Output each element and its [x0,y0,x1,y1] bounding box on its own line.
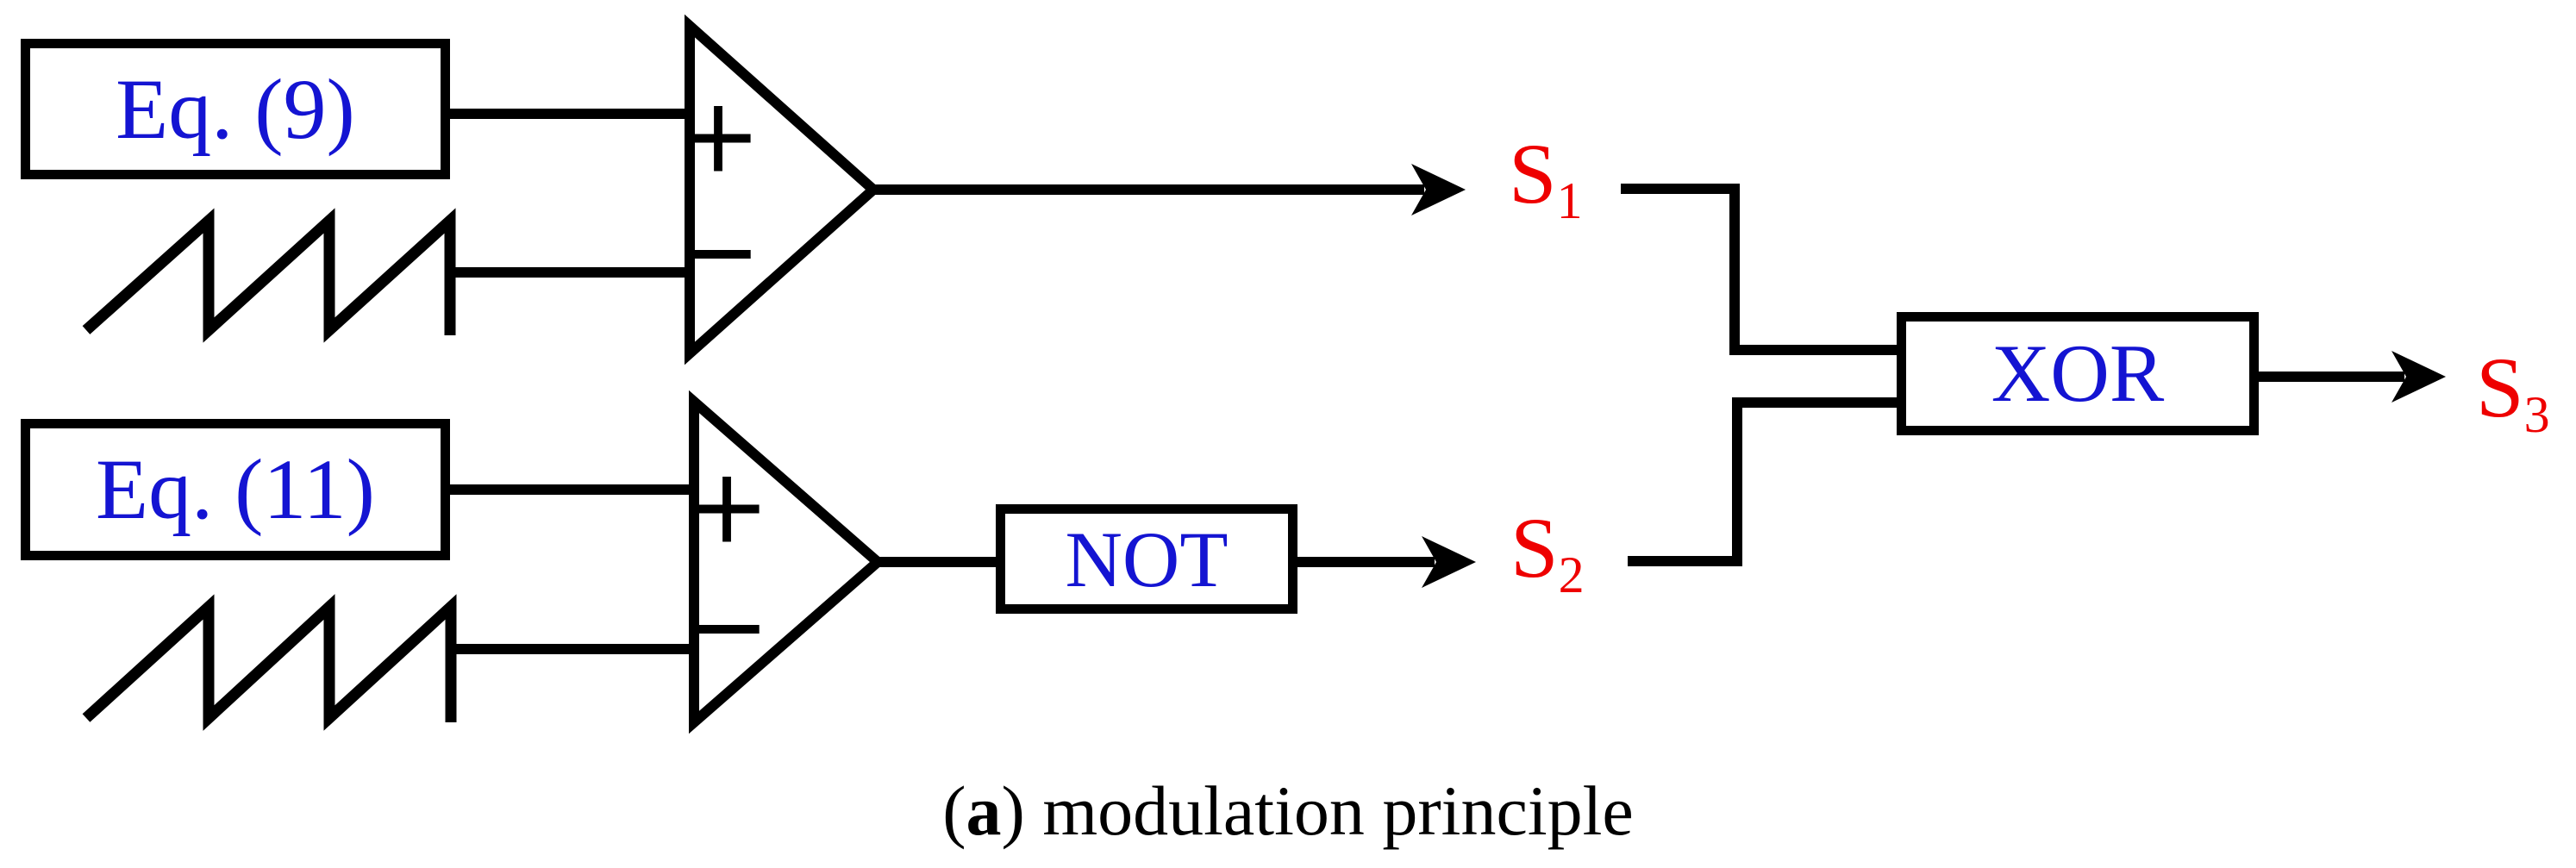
arrowhead-s1-icon [1411,164,1466,215]
block-eq9: Eq. (9) [21,39,450,179]
caption-marker: a [966,771,1002,850]
signal-label-s3: S3 [2476,345,2550,441]
signal-s2-base: S [1510,500,1559,596]
figure-caption: (a) modulation principle [0,769,2576,853]
caption-paren-open: ( [942,771,966,850]
arrowhead-s2-icon [1422,536,1476,588]
signal-s2-subscript: 2 [1558,546,1585,603]
arrowhead-s3-icon [2392,351,2446,403]
signal-s3-base: S [2476,340,2524,435]
caption-text: modulation principle [1024,771,1634,850]
block-xor-gate: XOR [1897,312,2259,435]
block-eq9-label: Eq. (9) [116,60,355,157]
block-eq11-label: Eq. (11) [96,441,375,537]
signal-s3-subscript: 3 [2523,386,2550,443]
signal-s1-base: S [1509,126,1557,222]
sawtooth-waveform-bottom [82,594,457,731]
wire-s2-to-xor [1628,397,1897,566]
block-eq11: Eq. (11) [21,419,450,560]
signal-label-s2: S2 [1510,505,1585,602]
caption-paren-close: ) [1001,771,1025,850]
minus-sign-bottom-comparator: − [684,567,771,687]
wire-s1-to-xor [1621,184,1897,355]
block-not-label: NOT [1065,515,1229,603]
sawtooth-waveform-top [82,208,456,343]
minus-sign-top-comparator: − [675,192,762,312]
block-xor-label: XOR [1991,328,2165,419]
signal-s1-subscript: 1 [1556,172,1583,229]
plus-sign-top-comparator: + [675,77,762,197]
comparator-top-triangle [685,14,882,365]
signal-label-s1: S1 [1509,131,1583,228]
plus-sign-bottom-comparator: + [684,447,771,567]
comparator-bottom-triangle [689,390,886,734]
block-not-gate: NOT [996,504,1297,614]
